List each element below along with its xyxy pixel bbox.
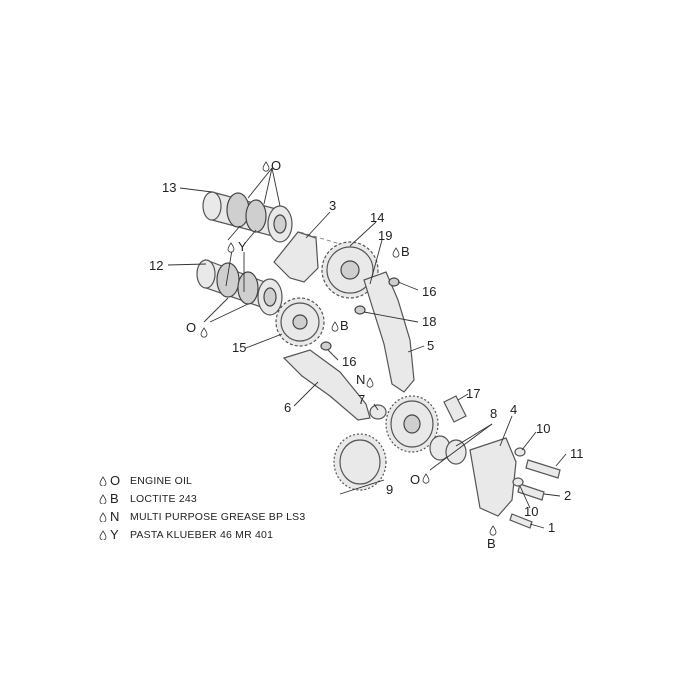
chain-guide-rail <box>282 349 371 421</box>
camshaft-lower <box>196 259 283 316</box>
mark-o-bottom: O <box>410 472 420 487</box>
mark-n-mid: N <box>356 372 365 387</box>
label-1: 1 <box>548 520 555 535</box>
label-15: 15 <box>232 340 246 355</box>
label-12: 12 <box>149 258 163 273</box>
label-4: 4 <box>510 402 517 417</box>
oil-drop-icon <box>99 512 107 522</box>
oil-drop-icon <box>99 476 107 486</box>
label-3: 3 <box>329 198 336 213</box>
label-19: 19 <box>378 228 392 243</box>
legend-text: LOCTITE 243 <box>130 493 197 505</box>
oil-drop-icon <box>99 530 107 540</box>
washer <box>369 404 387 420</box>
legend-text: MULTI PURPOSE GREASE BP LS3 <box>130 511 306 523</box>
bracket-part <box>273 231 319 283</box>
label-8: 8 <box>490 406 497 421</box>
mark-y-mid: Y <box>238 239 247 254</box>
label-18: 18 <box>422 314 436 329</box>
bolt-2 <box>517 483 545 501</box>
label-9: 9 <box>386 482 393 497</box>
chain-tensioner-guide <box>363 271 415 393</box>
bolt-11 <box>525 459 561 479</box>
washer-10-upper <box>514 447 526 457</box>
lubricant-legend: O ENGINE OIL B LOCTITE 243 N MULTI PURPO… <box>98 472 358 544</box>
legend-row-loctite: B LOCTITE 243 <box>98 490 358 508</box>
part-number-labels: 13 12 3 14 19 16 18 5 15 16 6 7 17 8 4 1… <box>149 180 584 535</box>
mark-b-top: B <box>401 244 410 259</box>
legend-code: O <box>110 473 121 488</box>
label-13: 13 <box>162 180 176 195</box>
lube-marks: O Y O B B N O B <box>186 158 497 551</box>
pin <box>443 395 467 423</box>
label-16-upper: 16 <box>422 284 436 299</box>
legend-row-grease: N MULTI PURPOSE GREASE BP LS3 <box>98 508 358 526</box>
washer-10-lower <box>512 477 524 487</box>
label-16-lower: 16 <box>342 354 356 369</box>
label-10-lower: 10 <box>524 504 538 519</box>
legend-text: PASTA KLUEBER 46 MR 401 <box>130 529 274 541</box>
label-6: 6 <box>284 400 291 415</box>
label-10-upper: 10 <box>536 421 550 436</box>
legend-code: Y <box>110 527 119 542</box>
label-11: 11 <box>570 446 584 461</box>
gear-small <box>333 433 387 491</box>
mark-o-left: O <box>186 320 196 335</box>
leader-lines <box>167 167 567 529</box>
support-plate <box>469 437 517 517</box>
mark-b-mid: B <box>340 318 349 333</box>
label-14: 14 <box>370 210 384 225</box>
needle-bearing-b <box>445 439 467 465</box>
label-7: 7 <box>358 392 365 407</box>
bolt-1 <box>509 513 533 529</box>
label-5: 5 <box>427 338 434 353</box>
bolt-middle <box>354 305 366 315</box>
oil-drop-icon <box>99 494 107 504</box>
sprocket-upper <box>321 241 379 299</box>
gear-large <box>385 395 439 453</box>
mark-o-top: O <box>271 158 281 173</box>
legend-code: N <box>110 509 120 524</box>
legend-code: B <box>110 491 119 506</box>
sprocket-lower <box>275 297 325 347</box>
bolt-lower <box>320 341 332 351</box>
label-17: 17 <box>466 386 480 401</box>
legend-text: ENGINE OIL <box>130 475 193 487</box>
label-2: 2 <box>564 488 571 503</box>
legend-row-klueber: Y PASTA KLUEBER 46 MR 401 <box>98 526 358 544</box>
bolt-upper <box>388 277 400 287</box>
mark-b-bottom: B <box>487 536 496 551</box>
legend-row-engine-oil: O ENGINE OIL <box>98 472 358 490</box>
